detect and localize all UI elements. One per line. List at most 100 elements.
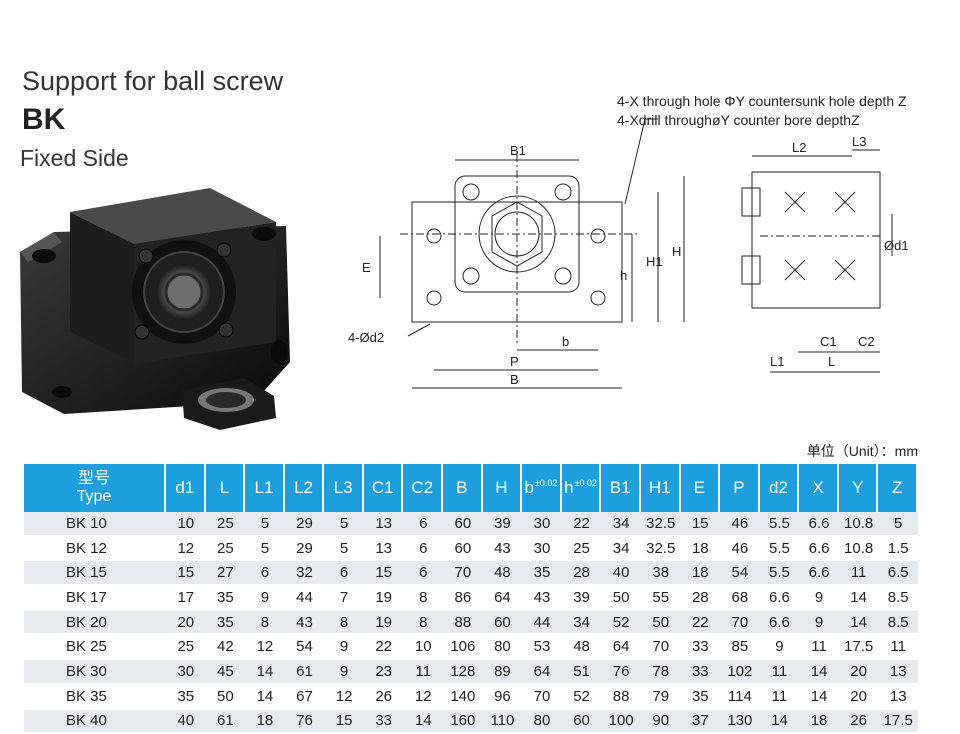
table-cell: 106: [443, 635, 483, 660]
table-cell: 5: [245, 537, 285, 562]
table-cell: 14: [839, 611, 879, 636]
table-cell: 90: [641, 710, 681, 734]
table-cell: 13: [878, 685, 918, 710]
table-cell: 43: [285, 611, 325, 636]
table-cell: 11: [839, 561, 879, 586]
table-cell: 89: [483, 660, 523, 685]
product-image: [14, 182, 304, 434]
table-cell: 19: [364, 611, 404, 636]
column-header-z: Z: [878, 464, 918, 512]
table-cell: 26: [364, 685, 404, 710]
table-cell: 39: [562, 586, 602, 611]
table-cell: 130: [720, 710, 760, 734]
column-header-h: H: [483, 464, 523, 512]
page-title: Support for ball screw: [22, 66, 283, 97]
model-cell: BK 40: [24, 710, 166, 734]
table-cell: 70: [720, 611, 760, 636]
table-cell: 20: [166, 611, 206, 636]
table-cell: 25: [206, 537, 246, 562]
svg-text:Ød1: Ød1: [884, 238, 909, 253]
table-cell: 88: [443, 611, 483, 636]
table-cell: 29: [285, 537, 325, 562]
table-cell: 34: [601, 512, 641, 537]
table-cell: 40: [601, 561, 641, 586]
table-cell: 60: [562, 710, 602, 734]
table-cell: 5: [878, 512, 918, 537]
table-cell: 30: [166, 660, 206, 685]
table-cell: 79: [641, 685, 681, 710]
table-cell: 110: [483, 710, 523, 734]
table-cell: 48: [483, 561, 523, 586]
table-cell: 11: [878, 635, 918, 660]
table-cell: 9: [324, 635, 364, 660]
table-cell: 54: [285, 635, 325, 660]
table-cell: 5.5: [760, 561, 800, 586]
table-cell: 64: [522, 660, 562, 685]
table-cell: 27: [206, 561, 246, 586]
svg-text:4-Ød2: 4-Ød2: [348, 330, 384, 345]
table-cell: 9: [760, 635, 800, 660]
table-cell: 32.5: [641, 537, 681, 562]
table-cell: 114: [720, 685, 760, 710]
table-cell: 86: [443, 586, 483, 611]
table-cell: 25: [206, 512, 246, 537]
table-cell: 140: [443, 685, 483, 710]
table-cell: 8: [324, 611, 364, 636]
table-cell: 5: [324, 537, 364, 562]
model-cell: BK 25: [24, 635, 166, 660]
model-cell: BK 12: [24, 537, 166, 562]
table-cell: 10: [403, 635, 443, 660]
table-cell: 11: [760, 685, 800, 710]
table-cell: 6.6: [760, 586, 800, 611]
svg-text:L2: L2: [792, 140, 806, 155]
table-cell: 17: [166, 586, 206, 611]
table-cell: 61: [206, 710, 246, 734]
table-cell: 70: [641, 635, 681, 660]
table-cell: 14: [799, 660, 839, 685]
table-cell: 32.5: [641, 512, 681, 537]
table-cell: 6.6: [799, 512, 839, 537]
table-cell: 70: [522, 685, 562, 710]
table-cell: 15: [364, 561, 404, 586]
table-cell: 23: [364, 660, 404, 685]
table-cell: 100: [601, 710, 641, 734]
column-header-c2: C2: [403, 464, 443, 512]
svg-text:B1: B1: [510, 143, 526, 158]
table-cell: 20: [839, 685, 879, 710]
svg-text:B: B: [510, 372, 519, 387]
table-cell: 44: [285, 586, 325, 611]
table-cell: 17.5: [839, 635, 879, 660]
svg-text:P: P: [510, 354, 519, 369]
table-cell: 46: [720, 512, 760, 537]
column-header-c1: C1: [364, 464, 404, 512]
table-cell: 13: [364, 512, 404, 537]
svg-text:C2: C2: [858, 334, 875, 349]
table-cell: 22: [364, 635, 404, 660]
table-cell: 14: [839, 586, 879, 611]
table-cell: 13: [878, 660, 918, 685]
table-cell: 14: [245, 685, 285, 710]
table-cell: 44: [522, 611, 562, 636]
table-cell: 50: [601, 586, 641, 611]
table-cell: 78: [641, 660, 681, 685]
table-cell: 10.8: [839, 512, 879, 537]
column-header-h: h±0.02: [562, 464, 602, 512]
table-cell: 64: [601, 635, 641, 660]
table-cell: 28: [681, 586, 721, 611]
table-cell: 14: [403, 710, 443, 734]
table-cell: 8: [403, 586, 443, 611]
table-cell: 14: [799, 685, 839, 710]
table-cell: 33: [364, 710, 404, 734]
table-cell: 32: [285, 561, 325, 586]
table-cell: 12: [166, 537, 206, 562]
table-cell: 8.5: [878, 586, 918, 611]
drawing-note-counterbore: 4-Xdrill throughøY counter bore depthZ: [617, 112, 860, 128]
table-cell: 60: [443, 537, 483, 562]
table-cell: 88: [601, 685, 641, 710]
table-cell: 9: [799, 586, 839, 611]
